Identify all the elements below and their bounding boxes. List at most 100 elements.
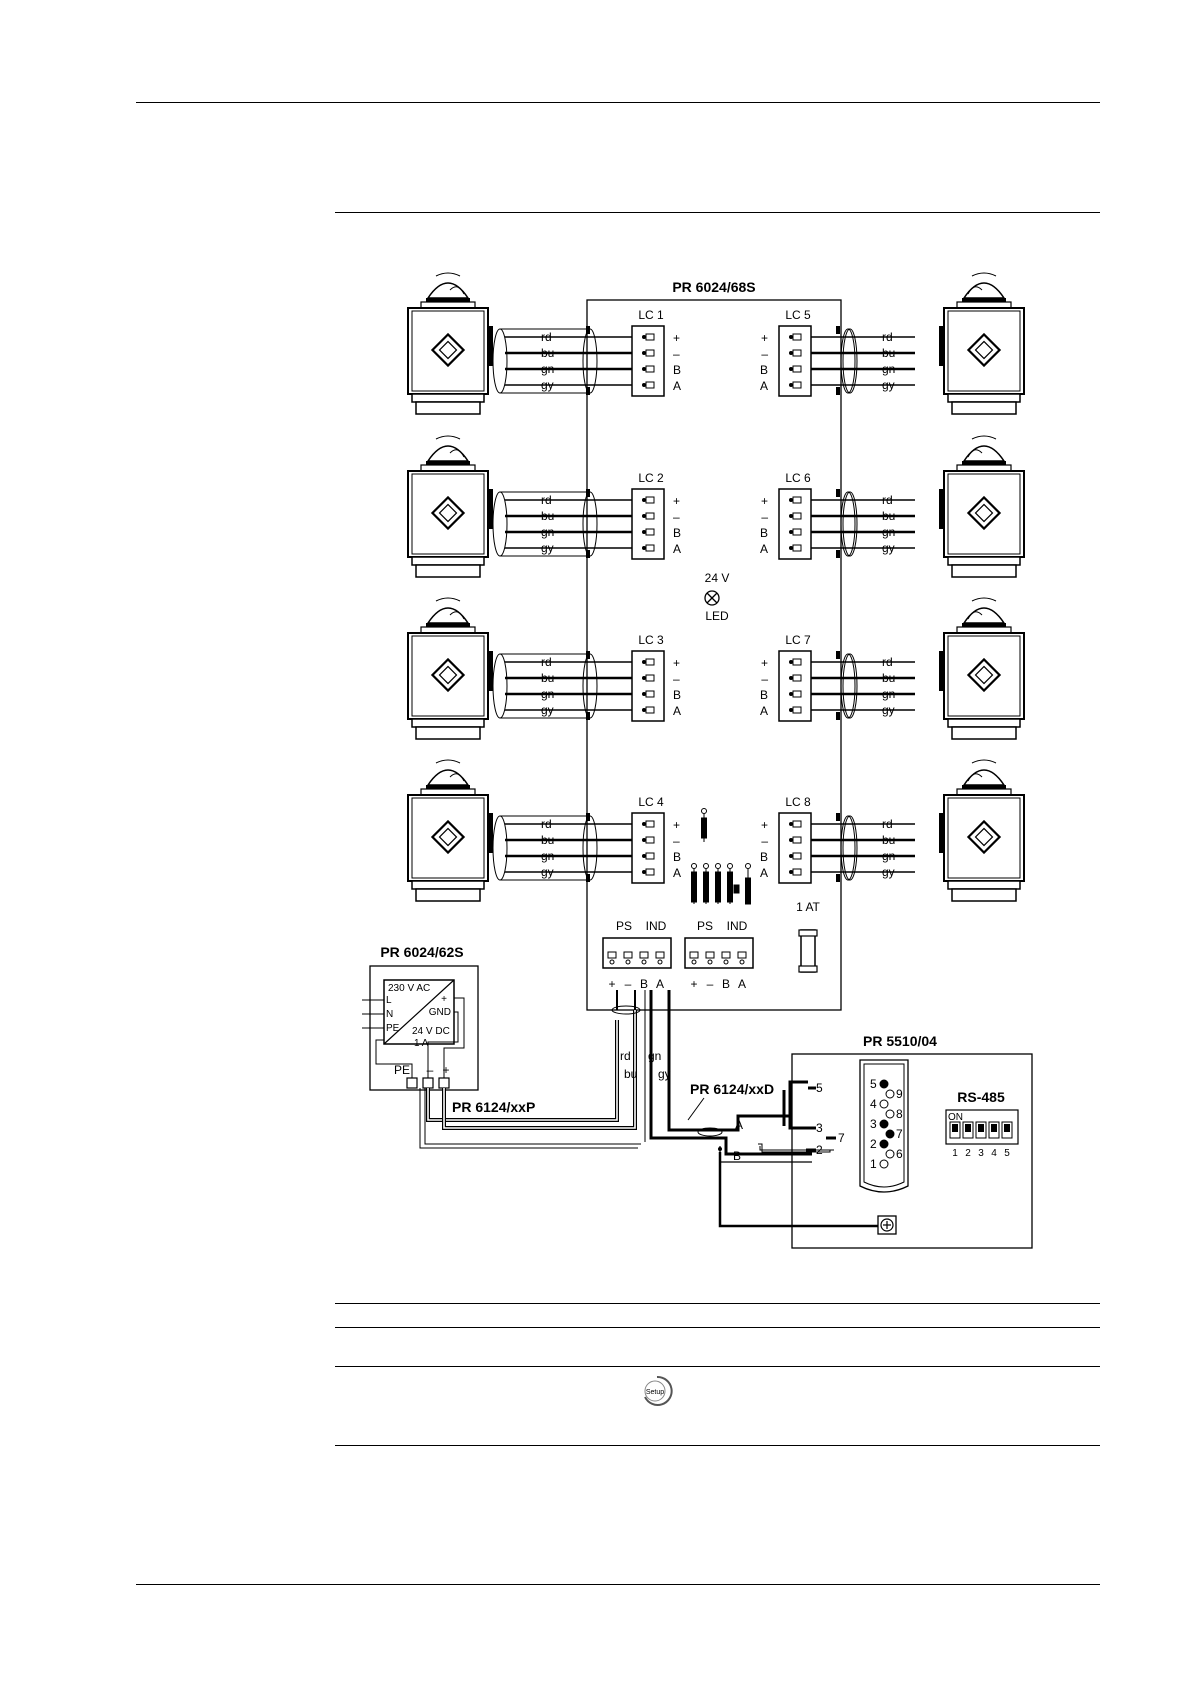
- footer-rule: [136, 1584, 1100, 1585]
- dip-switch-knob: [1004, 1124, 1010, 1132]
- signal-a-label: A: [735, 1118, 743, 1132]
- dsub-pin-label: 1: [870, 1157, 877, 1171]
- terminal-label: +: [761, 656, 768, 670]
- load-cell-icon: [406, 434, 495, 579]
- wire-label-gn: gn: [541, 362, 554, 376]
- load-cell-label: LC 3: [638, 633, 664, 647]
- svg-text:RS-485: RS-485: [957, 1089, 1005, 1105]
- load-cell-label: LC 1: [638, 308, 664, 322]
- junction-box-title: PR 6024/68S: [672, 279, 755, 295]
- dip-switch-knob: [978, 1124, 984, 1132]
- dip-switch-number: 4: [991, 1148, 997, 1159]
- wire-label-rd: rd: [882, 817, 893, 831]
- svg-text:L: L: [386, 995, 392, 1006]
- cable-xxd: [644, 990, 878, 1228]
- load-cell-label: LC 7: [785, 633, 811, 647]
- dip-switch-number: 2: [965, 1148, 971, 1159]
- wire-label-rd: rd: [541, 493, 552, 507]
- svg-text:Setup: Setup: [646, 1389, 664, 1396]
- terminal-label: –: [673, 834, 680, 848]
- svg-text:PR 6024/62S: PR 6024/62S: [380, 944, 463, 960]
- dsub-pin-label: 4: [870, 1097, 877, 1111]
- terminal-label: +: [761, 494, 768, 508]
- load-cell-icon: [937, 758, 1026, 903]
- load-cell-label: LC 5: [785, 308, 811, 322]
- terminal-label: –: [761, 347, 768, 361]
- wire-label-gy: gy: [882, 865, 895, 879]
- load-cell-label: LC 6: [785, 471, 811, 485]
- svg-text:–: –: [427, 1063, 434, 1077]
- wire-rd: rd: [620, 1049, 631, 1063]
- terminal-label: –: [761, 834, 768, 848]
- terminal-label: B: [673, 363, 681, 377]
- svg-text:N: N: [386, 1009, 393, 1020]
- svg-text:GND: GND: [429, 1007, 451, 1018]
- wire-label-bu: bu: [882, 509, 895, 523]
- terminal-label: B: [760, 526, 768, 540]
- wire-label-bu: bu: [882, 346, 895, 360]
- jumper-block: [691, 808, 751, 905]
- terminal-label: B: [673, 526, 681, 540]
- svg-text:B: B: [640, 977, 648, 991]
- fuse: 1 AT: [796, 900, 821, 973]
- table-rule-top: [335, 1303, 1100, 1304]
- dsub-pin-label: 2: [870, 1137, 877, 1151]
- svg-text:LED: LED: [705, 609, 729, 623]
- wire-label-gn: gn: [541, 687, 554, 701]
- wire-label-gy: gy: [882, 703, 895, 717]
- terminal-label: A: [760, 379, 768, 393]
- wire-label-gy: gy: [541, 865, 554, 879]
- terminal-label: A: [760, 866, 768, 880]
- dsub-pin-label: 7: [896, 1127, 903, 1141]
- svg-text:5: 5: [816, 1081, 823, 1095]
- svg-text:PE: PE: [394, 1063, 410, 1077]
- svg-text:–: –: [707, 977, 714, 991]
- wire-label-gn: gn: [882, 362, 895, 376]
- wire-label-gy: gy: [541, 378, 554, 392]
- table-rule-3: [335, 1366, 1100, 1367]
- svg-text:IND: IND: [727, 919, 748, 933]
- svg-text:IND: IND: [646, 919, 667, 933]
- terminal-label: B: [673, 688, 681, 702]
- load-cell-icon: [937, 596, 1026, 741]
- terminal-label: –: [673, 510, 680, 524]
- cable-xxd-label: PR 6124/xxD: [690, 1081, 774, 1097]
- svg-text:24 V: 24 V: [705, 571, 730, 585]
- table-rule-bottom: [335, 1445, 1100, 1446]
- wire-label-rd: rd: [541, 817, 552, 831]
- wire-label-bu: bu: [541, 671, 554, 685]
- svg-text:PS: PS: [616, 919, 632, 933]
- terminal-label: +: [673, 656, 680, 670]
- wire-label-bu: bu: [541, 833, 554, 847]
- wire-label-bu: bu: [882, 671, 895, 685]
- svg-text:–: –: [625, 977, 632, 991]
- section-rule: [335, 212, 1100, 213]
- wire-label-gn: gn: [882, 525, 895, 539]
- wire-label-gn: gn: [882, 849, 895, 863]
- svg-text:ON: ON: [948, 1112, 963, 1123]
- load-cell-icon: [406, 758, 495, 903]
- wire-label-bu: bu: [882, 833, 895, 847]
- dsub-pin-label: 3: [870, 1117, 877, 1131]
- wire-label-gy: gy: [882, 541, 895, 555]
- terminal-label: +: [761, 331, 768, 345]
- svg-text:3: 3: [816, 1121, 823, 1135]
- dip-switch-knob: [952, 1124, 958, 1132]
- wire-label-bu: bu: [541, 509, 554, 523]
- header-rule: [136, 102, 1100, 103]
- setup-icon: Setup: [644, 1375, 673, 1406]
- wire-label-rd: rd: [541, 330, 552, 344]
- wire-label-rd: rd: [882, 493, 893, 507]
- cable-xxp-label: PR 6124/xxP: [452, 1099, 535, 1115]
- dip-switch-knob: [991, 1124, 997, 1132]
- dip-switch-number: 5: [1004, 1148, 1010, 1159]
- terminal-label: +: [673, 818, 680, 832]
- wire-label-rd: rd: [882, 330, 893, 344]
- svg-text:A: A: [738, 977, 746, 991]
- svg-text:7: 7: [838, 1131, 845, 1145]
